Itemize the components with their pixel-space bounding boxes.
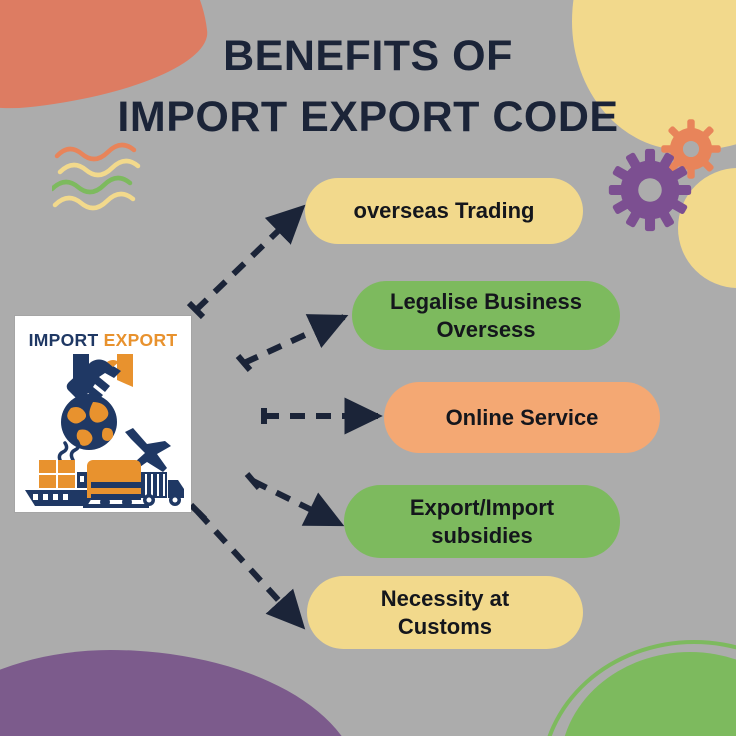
benefit-pill-3[interactable]: Online Service (384, 382, 660, 453)
arrow-to-benefit-1 (193, 204, 306, 313)
import-export-logo-card: IMPORT EXPORT (15, 316, 191, 512)
benefit-label: Necessity at Customs (380, 585, 510, 639)
title-line-2: IMPORT EXPORT CODE (117, 93, 619, 142)
arrow-to-benefit-4 (251, 478, 345, 527)
arrow-to-benefit-2 (242, 314, 349, 366)
benefit-label: Legalise Business Oversess (390, 288, 582, 342)
logo-word-import: IMPORT (28, 330, 99, 350)
globe-icon (61, 394, 117, 450)
truck-icon (141, 472, 184, 506)
benefit-label: overseas Trading (353, 198, 535, 224)
train-icon (83, 460, 149, 508)
logo-wordmark: IMPORT EXPORT (15, 330, 191, 351)
logo-word-export: EXPORT (103, 330, 178, 350)
smoke-icon (57, 439, 81, 464)
benefit-label: Export/Import subsidies (409, 494, 555, 548)
benefit-pill-2[interactable]: Legalise Business Oversess (352, 281, 620, 350)
ship-icon (25, 490, 97, 506)
benefit-pill-4[interactable]: Export/Import subsidies (344, 485, 620, 558)
benefit-pill-5[interactable]: Necessity at Customs (307, 576, 583, 649)
page-title: BENEFITS OF IMPORT EXPORT CODE (0, 26, 736, 148)
title-line-1: BENEFITS OF (223, 32, 513, 80)
benefit-label: Online Service (445, 404, 599, 430)
arrow-to-benefit-5 (195, 509, 306, 630)
global-trade-illustration (25, 354, 184, 508)
crates-icon (39, 460, 95, 488)
benefit-pill-1[interactable]: overseas Trading (305, 178, 583, 244)
